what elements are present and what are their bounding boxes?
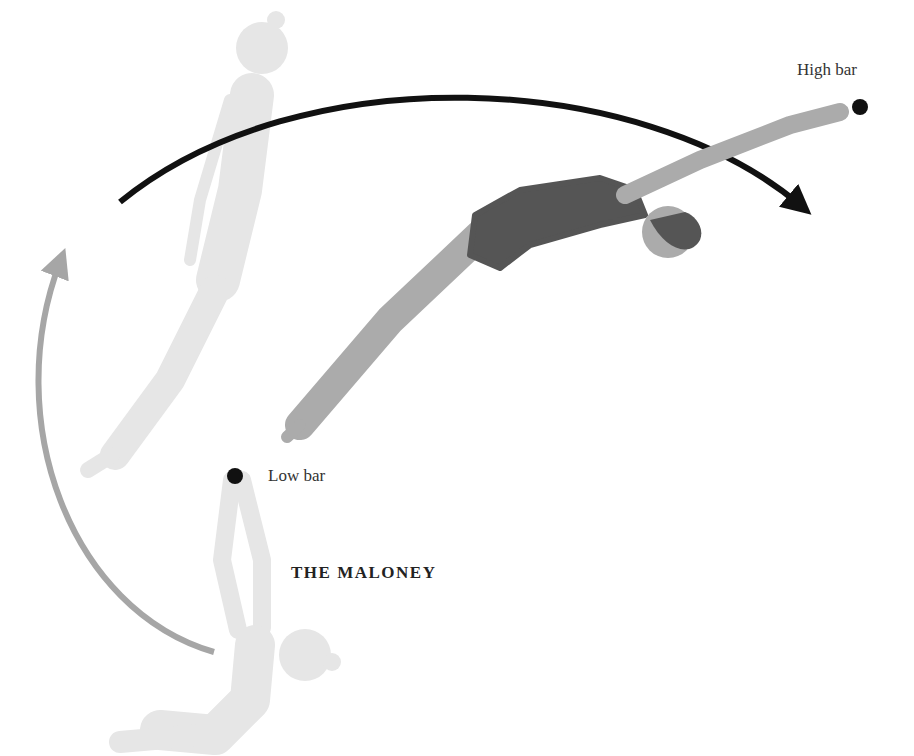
ghost-arm [242,480,262,628]
ghost-bun [267,11,285,29]
bar-label: High bar [797,60,857,80]
high-bar [852,99,868,115]
ghost-bun [323,653,341,671]
low-bar [227,468,243,484]
ghost-arm [222,480,238,630]
swing-arrow [38,262,214,652]
ghost-torso-legs [160,645,255,735]
gymnast-figure [287,112,840,437]
ghost-figure-swing [120,480,341,742]
bar-label: Low bar [268,466,325,486]
gymnast-legs [300,235,480,425]
ghost-legs [115,290,215,455]
diagram-title: THE MALONEY [291,563,436,583]
gymnast-hair [650,212,701,250]
gymnast-arms [625,112,840,195]
gymnast-feet [287,425,300,437]
ghost-arm [190,100,230,260]
ghost-leg [120,735,200,742]
ghost-head [279,629,331,681]
ghost-feet [88,455,112,470]
ghost-figure-rising [88,11,288,470]
ghost-head [236,22,288,74]
